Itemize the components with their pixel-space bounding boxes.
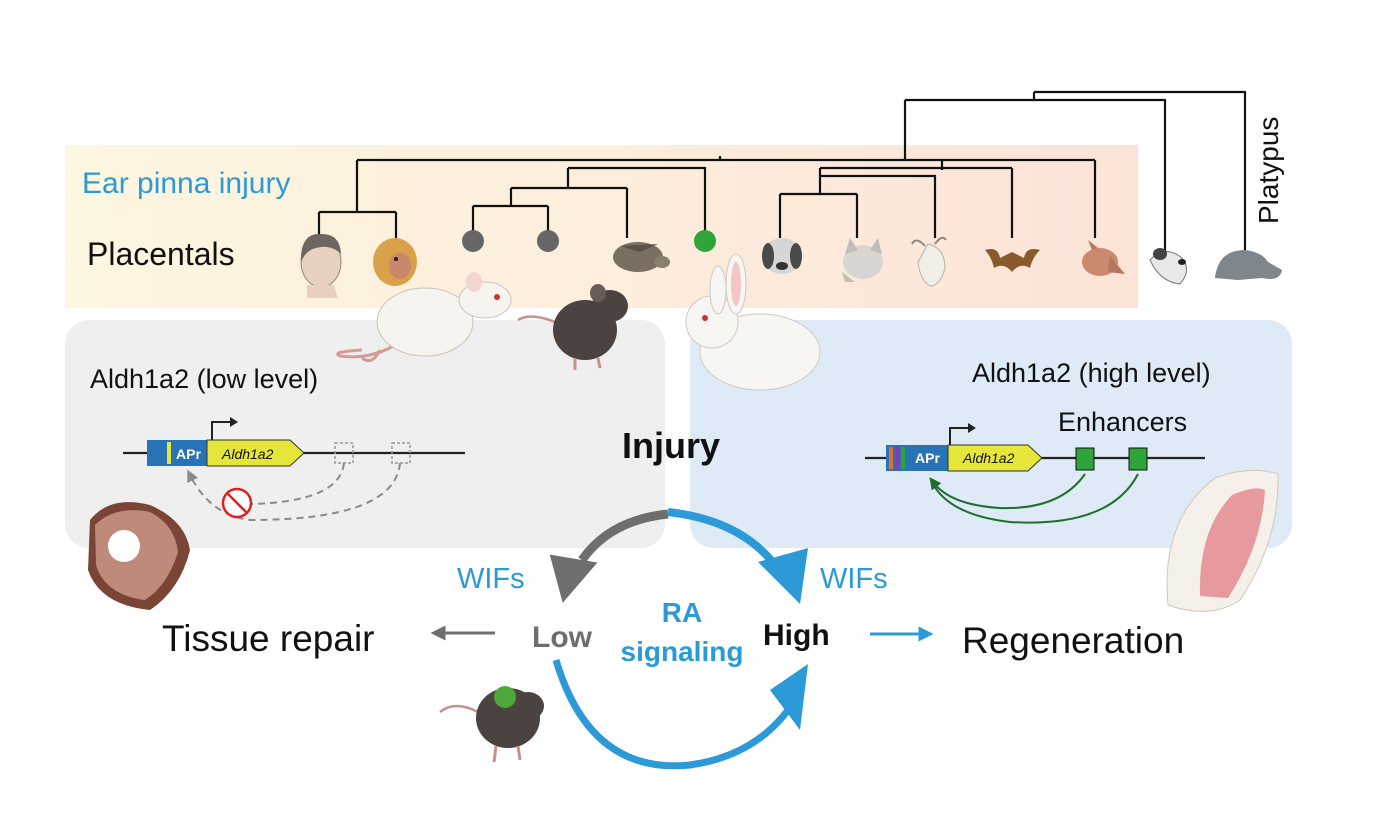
dog-icon xyxy=(762,238,802,274)
high-label: High xyxy=(763,619,830,652)
high-level-gene-construct: APr Aldh1a2 xyxy=(865,423,1205,524)
monkey-icon xyxy=(373,238,417,286)
cat-icon xyxy=(842,238,883,282)
armadillo-icon xyxy=(1082,240,1125,276)
mouse-with-ear-icon xyxy=(439,686,544,763)
mouse-to-high-arrow xyxy=(552,659,808,770)
rabbit-node-icon xyxy=(694,230,716,252)
low-label: Low xyxy=(532,621,593,654)
phylogenetic-tree xyxy=(317,90,1247,255)
left-panel-title: Aldh1a2 (low level) xyxy=(90,364,318,394)
rabbit-icon xyxy=(685,253,821,391)
low-signaling-arrow xyxy=(549,509,669,603)
mouse-ear-icon xyxy=(88,502,190,610)
enhancer-1 xyxy=(1075,447,1095,471)
low-level-panel xyxy=(65,320,665,548)
rabbit-ear-icon xyxy=(1166,469,1279,612)
injury-label: Injury xyxy=(622,425,720,466)
spiny-mouse-icon xyxy=(613,242,670,272)
signaling-label: signaling xyxy=(621,636,744,667)
mouse-icon xyxy=(517,284,628,370)
right-panel-title: Aldh1a2 (high level) xyxy=(972,358,1211,388)
left-promoter-label: APr xyxy=(176,446,201,462)
tissue-repair-label: Tissue repair xyxy=(162,618,374,659)
placentals-band xyxy=(65,145,1138,308)
low-level-gene-construct: APr Aldh1a2 xyxy=(123,417,465,522)
high-level-panel xyxy=(690,320,1292,548)
rat-icon xyxy=(336,272,512,363)
platypus-label: Platypus xyxy=(1253,117,1284,224)
right-promoter-label: APr xyxy=(915,450,940,466)
platypus-icon xyxy=(1215,250,1282,280)
bat-icon xyxy=(985,249,1040,272)
human-icon xyxy=(300,233,342,298)
regeneration-label: Regeneration xyxy=(962,620,1184,661)
wifs-right-label: WIFs xyxy=(820,563,888,595)
goat-icon xyxy=(911,236,947,287)
right-gene-label: Aldh1a2 xyxy=(962,450,1015,466)
opossum-icon xyxy=(1149,248,1187,285)
ear-pinna-injury-label: Ear pinna injury xyxy=(82,167,290,200)
placentals-label: Placentals xyxy=(87,236,235,272)
enhancers-label: Enhancers xyxy=(1058,407,1187,437)
rat-node-icon xyxy=(462,230,484,252)
left-gene-label: Aldh1a2 xyxy=(221,446,274,462)
ra-label: RA xyxy=(662,597,702,628)
mouse-node-icon xyxy=(537,230,559,252)
enhancer-2 xyxy=(1128,447,1148,471)
wifs-left-label: WIFs xyxy=(457,563,525,595)
high-signaling-arrow xyxy=(667,508,808,604)
